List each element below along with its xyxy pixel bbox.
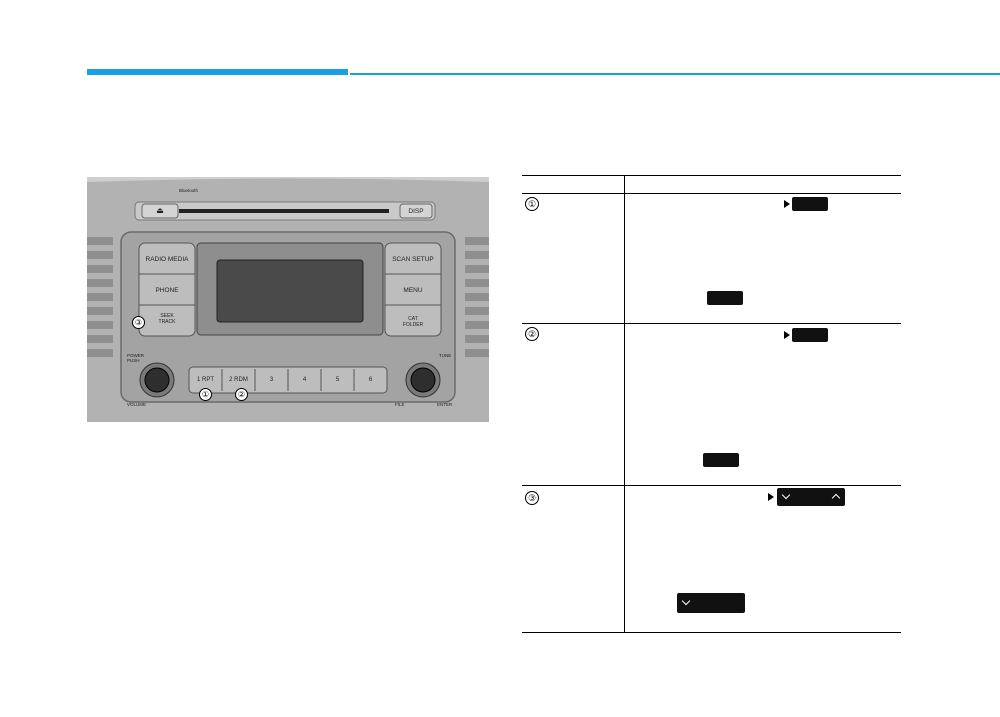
seek-track-button[interactable]: SEEK TRACK bbox=[158, 313, 176, 325]
enter-label: ENTER bbox=[437, 402, 453, 407]
bluetooth-label: Bluetooth bbox=[179, 188, 199, 193]
header-accent-bar bbox=[87, 69, 348, 75]
table-bottom-rule bbox=[522, 632, 901, 633]
preset-4-button[interactable]: 4 bbox=[302, 377, 307, 383]
button-badge-icon bbox=[792, 197, 828, 211]
chevron-down-icon bbox=[781, 490, 791, 500]
button-badge-icon bbox=[707, 291, 743, 305]
table-row-divider bbox=[522, 323, 901, 324]
cat-folder-button[interactable]: CAT FOLDER bbox=[402, 316, 424, 328]
preset-6-button[interactable]: 6 bbox=[368, 377, 373, 383]
table-column-divider bbox=[624, 175, 625, 633]
arrow-right-icon bbox=[784, 331, 790, 339]
chevron-up-icon bbox=[831, 493, 841, 503]
arrow-right-icon bbox=[784, 200, 790, 208]
callout-2: ② bbox=[235, 388, 248, 401]
header-rule bbox=[350, 73, 1000, 75]
tune-label: TUNE bbox=[439, 353, 452, 358]
power-push-label: POWER PUSH bbox=[127, 353, 145, 363]
preset-5-button[interactable]: 5 bbox=[335, 377, 340, 383]
row-number: ① bbox=[525, 197, 539, 211]
radio-illustration bbox=[87, 177, 489, 422]
arrow-right-icon bbox=[768, 493, 774, 501]
file-label: FILE bbox=[395, 402, 405, 407]
preset-2-button[interactable]: 2 RDM bbox=[229, 377, 248, 383]
callout-3: ③ bbox=[132, 316, 145, 329]
phone-button[interactable]: PHONE bbox=[155, 287, 179, 294]
seek-down-badge-icon bbox=[677, 593, 745, 613]
preset-3-button[interactable]: 3 bbox=[269, 377, 274, 383]
preset-1-button[interactable]: 1 RPT bbox=[196, 377, 214, 383]
table-top-rule bbox=[522, 175, 901, 176]
radio-head-unit-photo: Bluetooth ⏏ DISP RADIO MEDIA PHONE SEEK … bbox=[87, 177, 489, 422]
menu-button[interactable]: MENU bbox=[403, 287, 423, 294]
scan-setup-button[interactable]: SCAN SETUP bbox=[392, 256, 434, 263]
function-table: ① ② ③ bbox=[522, 175, 901, 633]
seek-button-badge-icon bbox=[777, 488, 845, 506]
eject-button[interactable]: ⏏ bbox=[156, 206, 164, 215]
table-header-rule bbox=[522, 193, 901, 194]
row-number: ② bbox=[525, 327, 539, 341]
table-row-divider bbox=[522, 485, 901, 486]
disp-button[interactable]: DISP bbox=[408, 208, 424, 215]
row-number: ③ bbox=[525, 491, 539, 505]
volume-label: VOLUME bbox=[127, 402, 147, 407]
button-badge-icon bbox=[703, 453, 739, 467]
chevron-down-icon bbox=[681, 596, 691, 606]
button-badge-icon bbox=[792, 328, 828, 342]
radio-media-button[interactable]: RADIO MEDIA bbox=[145, 256, 189, 263]
callout-1: ① bbox=[199, 388, 212, 401]
